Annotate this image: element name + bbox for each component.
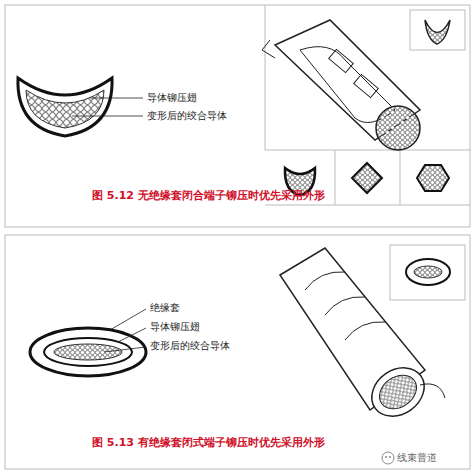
watermark: 线束普道 xyxy=(397,452,437,464)
part-label: 绝缘套 xyxy=(150,302,180,314)
part-label: 导体铆压翅 xyxy=(147,92,197,104)
part-label: 变形后的绞合导体 xyxy=(150,340,230,352)
figure-caption: 图 5.13 有绝缘套闭式端子铆压时优先采用外形 xyxy=(92,436,325,449)
part-label: 变形后的绞合导体 xyxy=(147,110,227,122)
figure-caption: 图 5.12 无绝缘套闭合端子铆压时优先采用外形 xyxy=(92,189,325,202)
part-label: 导体铆压翅 xyxy=(150,321,200,333)
